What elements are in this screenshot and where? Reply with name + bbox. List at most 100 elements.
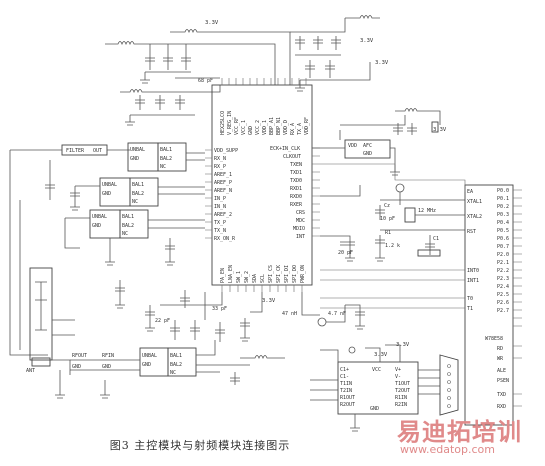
balun-pin: GND <box>102 191 111 197</box>
mcu-right-pins: P0.0 P0.1 P0.2 P0.3 P0.4 P0.5 P0.6 P0.7 … <box>497 188 509 410</box>
ic-pin: RXD0 <box>290 194 302 200</box>
ic-pin: VDD_1 <box>262 120 268 135</box>
tcxo-pin: AFC <box>363 143 372 149</box>
ic-pin: IN_N <box>214 204 226 210</box>
mcu-pin: RST <box>467 229 476 235</box>
mcu-part: W78E58 <box>485 336 503 342</box>
supply-label: 3.3V <box>374 352 388 358</box>
mcu-pin: P2.6 <box>497 300 509 306</box>
balun-pin: GND <box>92 223 101 229</box>
mcu-pin: P2.3 <box>497 276 509 282</box>
mcu-pin: P2.7 <box>497 308 509 314</box>
balun-pin: UNBAL <box>142 353 157 359</box>
mcu-pin: P0.6 <box>497 236 509 242</box>
supply-coils <box>105 15 425 113</box>
mcu-pin: P2.4 <box>497 284 509 290</box>
balun-pin: NC <box>132 199 138 205</box>
ic-pin: BBP_A1 <box>269 117 275 135</box>
top-capacitor-bank <box>130 18 371 116</box>
antenna-label: ANT <box>26 368 35 374</box>
ic-pin: RXD1 <box>290 186 302 192</box>
rf-port-label: RFIN <box>102 353 114 359</box>
balun-pin: NC <box>122 231 128 237</box>
filter-label: FILTER <box>66 148 85 154</box>
cap-label: Cz <box>384 203 390 209</box>
rs232-pin: V+ <box>395 367 401 373</box>
ic-pin: PWR_ON <box>300 265 306 283</box>
ic-pin: RX_P <box>214 164 226 170</box>
supply-label: 3.3V <box>360 38 374 44</box>
balun-pin: BAL1 <box>122 214 134 220</box>
mcu-left-pins: EA XTAL1 XTAL2 RST INT0 INT1 T0 T1 <box>467 189 482 312</box>
ic-pin: CLKOUT <box>283 154 301 160</box>
mcu-pin: P2.1 <box>497 260 509 266</box>
ic-pin: AREF_2 <box>214 212 232 218</box>
rf-transceiver-ic <box>205 78 320 292</box>
mcu-pin: RXD <box>497 404 506 410</box>
mcu-pin: P0.3 <box>497 212 509 218</box>
balun-pin: BAL1 <box>160 147 172 153</box>
balun-pin: BAL2 <box>132 191 144 197</box>
rs232-pin: GND <box>370 406 379 412</box>
watermark-brand: 易迪拓培训 <box>397 418 522 446</box>
rs232-pin: C1- <box>340 374 349 380</box>
ic-top-pins: HEX25LCO V_REG_IN VCC_RF VCC_1 GND VCC_2… <box>220 111 310 135</box>
ic-bottom-pins: PA_EN LNA_EN SW_1 SW_2 SDA SCL SPI_CS SP… <box>220 265 306 283</box>
rs232-pin: V- <box>395 374 401 380</box>
ic-pin: AREF_1 <box>214 172 232 178</box>
mcu-pin: P0.1 <box>497 196 509 202</box>
mcu-pin: INT0 <box>467 268 479 274</box>
mcu-pin: T0 <box>467 296 473 302</box>
mcu-pin: P0.0 <box>497 188 509 194</box>
resistor-label: R1 <box>385 230 391 236</box>
tcxo-pin: GND <box>363 151 372 157</box>
rs232-pin: T1OUT <box>395 381 410 387</box>
cap-value: 22 pF <box>155 318 170 324</box>
ic-pin: INT <box>296 234 305 240</box>
supply-label: 3.3V <box>375 60 389 66</box>
left-rf-section <box>9 142 205 356</box>
rf-port-label: GND <box>102 364 111 370</box>
ic-pin: VCC_2 <box>255 120 261 135</box>
ic-pin: AREF_P <box>214 180 232 186</box>
ic-pin: V_REG_IN <box>227 111 233 135</box>
mcu-pin: INT1 <box>467 278 479 284</box>
ic-pin: VCC_RF <box>234 117 240 135</box>
filter-pin: OUT <box>93 148 102 154</box>
mcu-pin: P0.7 <box>497 244 509 250</box>
ic-mcu-bus <box>320 163 466 309</box>
balun-pin: UNBAL <box>102 182 117 188</box>
ic-pin: ECK+IN_CLK <box>270 146 300 152</box>
cap-value: 33 pF <box>212 306 227 312</box>
mcu-pin: P2.2 <box>497 268 509 274</box>
ic-pin: TX_A <box>297 123 303 135</box>
rs232-pin: VCC <box>372 367 381 373</box>
ic-pin: TX_P <box>214 220 226 226</box>
rf-port-label: RFOUT <box>72 353 87 359</box>
ic-right-pins: ECK+IN_CLK CLKOUT TXEN TXD1 TXD0 RXD1 RX… <box>270 146 305 240</box>
mcu-pin: T1 <box>467 306 473 312</box>
balun-pin: NC <box>170 370 176 376</box>
ic-pin: BBP_N1 <box>276 117 282 135</box>
rs232-pin: R2IN <box>395 402 407 408</box>
inductor-value: 47 nH <box>282 311 297 317</box>
rs232-transceiver <box>310 344 440 432</box>
ic-pin: TXEN <box>290 162 302 168</box>
ic-pin: RX_ON_R <box>214 236 236 242</box>
balun-pin: GND <box>130 156 139 162</box>
mcu-pin: WR <box>497 356 504 362</box>
mcu-pin: XTAL2 <box>467 214 482 220</box>
balun-pin: BAL2 <box>122 223 134 229</box>
ic-pin: SW_2 <box>244 271 250 283</box>
bottom-capacitor-network <box>115 280 365 340</box>
mcu-pin: P0.5 <box>497 228 509 234</box>
crystal-value: 12 MHz <box>418 208 436 214</box>
ic-pin: VDD_RF <box>304 117 310 135</box>
ic-pin: CRS <box>296 210 305 216</box>
mcu-pin: RD <box>497 346 503 352</box>
ic-pin: RX_A <box>290 123 296 135</box>
ic-pin: RXER <box>290 202 303 208</box>
mcu-pin: P2.0 <box>497 252 509 258</box>
ic-pin: AREF_N <box>214 188 232 194</box>
mcu-pin: P0.2 <box>497 204 509 210</box>
